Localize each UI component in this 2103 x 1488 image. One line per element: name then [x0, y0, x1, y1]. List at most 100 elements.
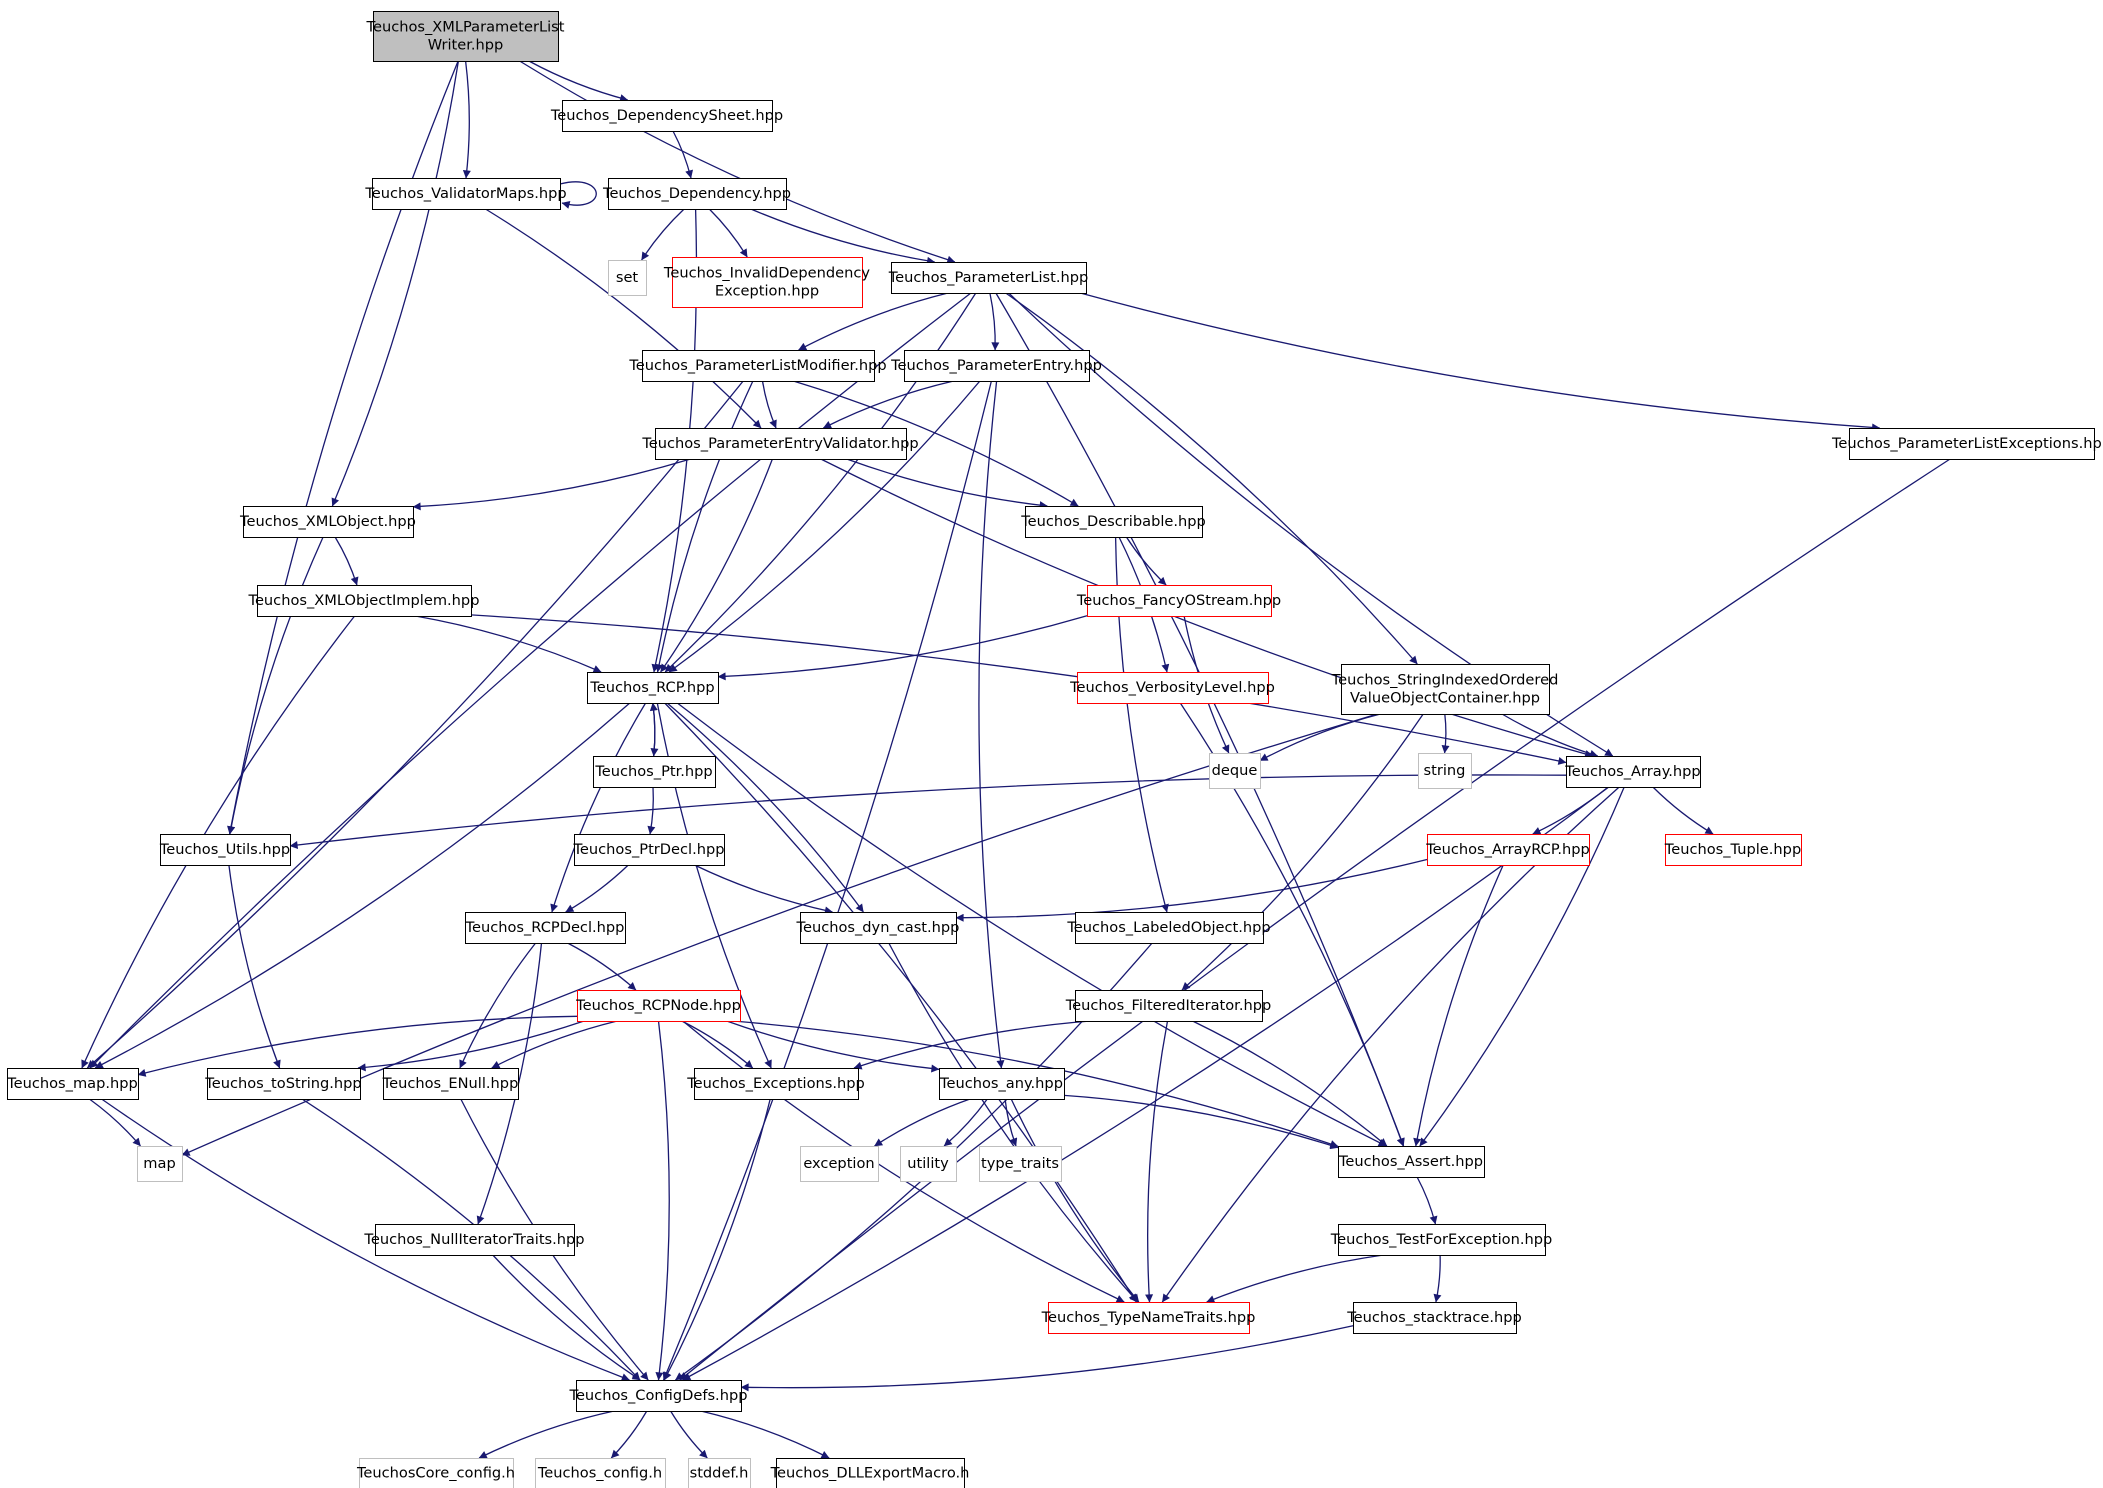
node-dependency[interactable]: Teuchos_Dependency.hpp [602, 177, 791, 211]
edge-rcp-to-rcpdecl [550, 702, 647, 913]
node-typenametraits[interactable]: Teuchos_TypeNameTraits.hpp [1041, 1301, 1256, 1335]
node-set[interactable]: set [608, 260, 647, 296]
node-xmlobject[interactable]: Teuchos_XMLObject.hpp [239, 505, 416, 539]
edge-rcpnode-to-map_hpp [137, 1015, 578, 1077]
edge-root-to-paramlist [519, 60, 956, 264]
node-tuple[interactable]: Teuchos_Tuple.hpp [1664, 833, 1803, 867]
node-label-assert: Teuchos_Assert.hpp [1338, 1153, 1483, 1170]
node-box-strindexed [1340, 663, 1551, 716]
edge-rcp-to-dyncast [666, 702, 864, 913]
edge-testforexc-to-stacktrace [1433, 1254, 1442, 1303]
node-dyncast[interactable]: Teuchos_dyn_cast.hpp [796, 911, 960, 945]
node-rcp[interactable]: Teuchos_RCP.hpp [586, 671, 720, 705]
node-labeledobj[interactable]: Teuchos_LabeledObject.hpp [1066, 911, 1271, 945]
node-box-plmodifier [641, 349, 876, 383]
node-box-paramentry [903, 349, 1091, 383]
node-box-ptr [592, 755, 717, 789]
node-utils[interactable]: Teuchos_Utils.hpp [159, 833, 292, 867]
edge-ptrdecl-to-dyncast [694, 864, 833, 915]
node-paramentry[interactable]: Teuchos_ParameterEntry.hpp [890, 349, 1102, 383]
node-exception[interactable]: exception [800, 1146, 879, 1182]
node-box-configdefs [575, 1379, 743, 1413]
node-exceptions[interactable]: Teuchos_Exceptions.hpp [686, 1067, 865, 1101]
node-any[interactable]: Teuchos_any.hpp [938, 1067, 1066, 1101]
node-plmodifier[interactable]: Teuchos_ParameterListModifier.hpp [628, 349, 887, 383]
node-stddef[interactable]: stddef.h [688, 1458, 751, 1488]
node-box-type_traits [979, 1146, 1062, 1182]
edge-fancyostream-to-rcp [717, 615, 1088, 681]
edge-pevalidator-to-rcp [660, 458, 774, 673]
node-arrayrcp[interactable]: Teuchos_ArrayRCP.hpp [1425, 833, 1591, 867]
node-label-ptr: Teuchos_Ptr.hpp [594, 763, 712, 780]
node-xmlobjimpl[interactable]: Teuchos_XMLObjectImplem.hpp [248, 584, 480, 618]
node-verbosity[interactable]: Teuchos_VerbosityLevel.hpp [1069, 671, 1275, 705]
node-assert[interactable]: Teuchos_Assert.hpp [1337, 1145, 1486, 1179]
node-label-string: string [1424, 762, 1466, 779]
node-corecfg[interactable]: TeuchosCore_config.h [356, 1458, 515, 1488]
edge-plmodifier-to-rcp [655, 380, 754, 673]
node-box-depsheet [561, 99, 774, 133]
node-filterediter[interactable]: Teuchos_FilteredIterator.hpp [1065, 989, 1272, 1023]
node-fancyostream[interactable]: Teuchos_FancyOStream.hpp [1076, 584, 1281, 618]
node-map[interactable]: map [137, 1146, 183, 1182]
node-tostring[interactable]: Teuchos_toString.hpp [204, 1067, 362, 1101]
node-box-utility [900, 1146, 957, 1182]
node-ptr[interactable]: Teuchos_Ptr.hpp [592, 755, 717, 789]
node-label-nulliter: Teuchos_NullIteratorTraits.hpp [363, 1231, 584, 1248]
node-describable[interactable]: Teuchos_Describable.hpp [1020, 505, 1206, 539]
node-label-testforexc: Teuchos_TestForException.hpp [1330, 1231, 1553, 1248]
node-paramlist[interactable]: Teuchos_ParameterList.hpp [888, 261, 1089, 295]
node-utility[interactable]: utility [900, 1146, 957, 1182]
edge-rcp-to-typenametraits [664, 702, 1137, 1303]
node-config[interactable]: Teuchos_config.h [535, 1458, 666, 1488]
node-box-rcpdecl [464, 911, 627, 945]
node-ptrdecl[interactable]: Teuchos_PtrDecl.hpp [573, 833, 726, 867]
node-validatormaps[interactable]: Teuchos_ValidatorMaps.hpp [364, 177, 567, 211]
node-rcpnode[interactable]: Teuchos_RCPNode.hpp [575, 989, 742, 1023]
node-dllexport[interactable]: Teuchos_DLLExportMacro.h [770, 1457, 970, 1488]
edge-plmodifier-to-map_hpp [86, 380, 744, 1069]
edge-paramlist-to-assert [995, 292, 1405, 1147]
node-strindexed[interactable]: Teuchos_StringIndexedOrderedValueObjectC… [1331, 663, 1559, 716]
edge-paramlist-to-plmodifier [798, 292, 949, 351]
node-plexceptions[interactable]: Teuchos_ParameterListExceptions.hpp [1831, 427, 2103, 461]
node-box-xmlobject [242, 505, 415, 539]
node-label-typenametraits: Teuchos_TypeNameTraits.hpp [1041, 1309, 1256, 1326]
edge-paramlist-to-rcp [664, 292, 977, 673]
node-stacktrace[interactable]: Teuchos_stacktrace.hpp [1346, 1301, 1522, 1335]
node-box-rcp [586, 671, 720, 705]
node-nulliter[interactable]: Teuchos_NullIteratorTraits.hpp [363, 1223, 585, 1257]
node-label-rcp: Teuchos_RCP.hpp [589, 679, 714, 696]
node-string[interactable]: string [1418, 753, 1472, 789]
edge-configdefs-to-stddef [670, 1410, 708, 1459]
node-depsheet[interactable]: Teuchos_DependencySheet.hpp [550, 99, 783, 133]
node-testforexc[interactable]: Teuchos_TestForException.hpp [1330, 1223, 1553, 1257]
node-deque[interactable]: deque [1209, 753, 1261, 789]
node-label-stddef: stddef.h [690, 1465, 749, 1482]
edge-array-to-arrayrcp [1532, 786, 1609, 835]
node-map_hpp[interactable]: Teuchos_map.hpp [6, 1067, 140, 1101]
edge-paramentry-to-pevalidator [823, 380, 954, 429]
edge-any-to-typenametraits [1010, 1098, 1140, 1303]
node-pevalidator[interactable]: Teuchos_ParameterEntryValidator.hpp [641, 427, 919, 461]
node-box-validatormaps [371, 177, 562, 211]
node-configdefs[interactable]: Teuchos_ConfigDefs.hpp [569, 1379, 748, 1413]
node-box-map_hpp [6, 1067, 140, 1101]
edge-arrayrcp-to-dyncast [955, 858, 1428, 922]
edge-pevalidator-to-describable [846, 458, 1048, 510]
edge-xmlobjimpl-to-rcp [415, 615, 602, 673]
edge-utils-to-tostring [228, 864, 281, 1069]
edge-root-to-xmlobject [331, 60, 460, 507]
node-type_traits[interactable]: type_traits [979, 1146, 1062, 1182]
edge-plmodifier-to-describable [793, 380, 1079, 507]
node-box-dependency [607, 177, 788, 211]
edge-array-to-tuple [1652, 786, 1714, 835]
node-array[interactable]: Teuchos_Array.hpp [1564, 755, 1702, 789]
node-enull[interactable]: Teuchos_ENull.hpp [382, 1067, 520, 1101]
edge-ptr-to-ptrdecl [647, 786, 656, 835]
node-label-pevalidator: Teuchos_ParameterEntryValidator.hpp [641, 435, 918, 452]
node-rcpdecl[interactable]: Teuchos_RCPDecl.hpp [464, 911, 627, 945]
